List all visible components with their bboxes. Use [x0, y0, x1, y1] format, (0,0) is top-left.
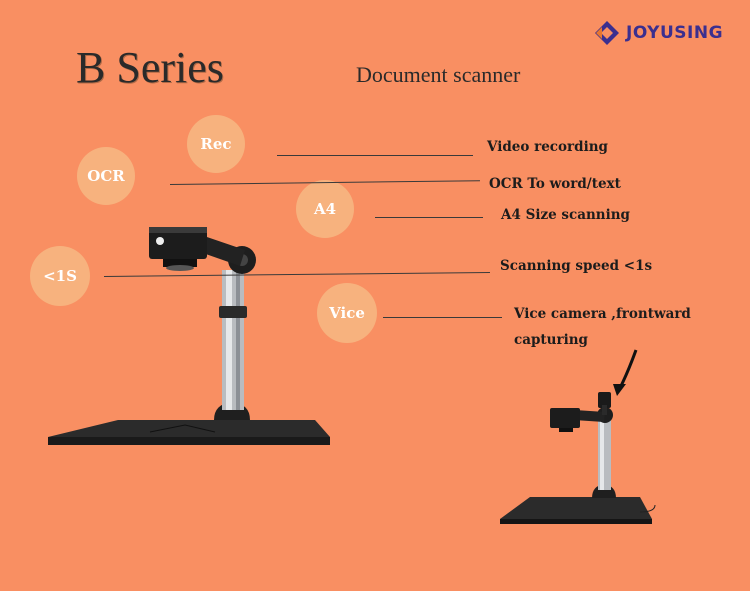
connector-line	[383, 317, 502, 318]
feature-label-vice-line2: capturing	[514, 332, 588, 348]
badge-vice: Vice	[317, 283, 377, 343]
connector-line	[375, 217, 483, 218]
feature-label-ocr: OCR To word/text	[489, 176, 621, 192]
page-title: B Series	[76, 43, 224, 92]
feature-label-vice: Vice camera ,frontward	[514, 306, 691, 322]
pointer-arrow-icon	[618, 349, 638, 389]
vice-camera	[598, 392, 611, 408]
badge-speed: <1S	[30, 246, 90, 306]
badge-ocr: OCR	[77, 147, 135, 205]
joyusing-logo-icon	[595, 21, 619, 45]
brand-name: JOYUSING	[626, 23, 724, 43]
feature-label-speed: Scanning speed <1s	[500, 258, 653, 274]
page-subtitle: Document scanner	[356, 62, 521, 87]
badge-rec: Rec	[187, 115, 245, 173]
scanner-base	[48, 420, 330, 437]
brand-logo: JOYUSING	[594, 18, 724, 48]
feature-label-a4: A4 Size scanning	[501, 207, 630, 223]
badge-a4: A4	[296, 180, 354, 238]
scanner-head	[149, 227, 207, 259]
feature-label-video: Video recording	[487, 139, 608, 155]
connector-line	[277, 155, 473, 156]
